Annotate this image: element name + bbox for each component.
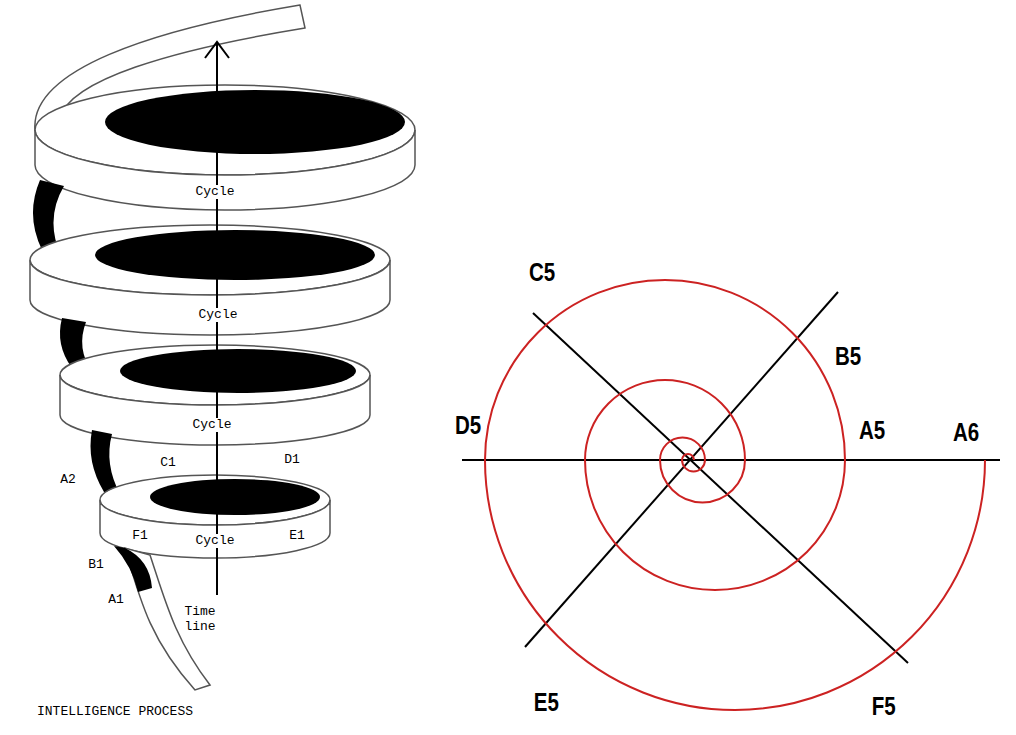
axis-label: Time line [182,605,243,635]
point-label: A2 [58,473,78,488]
red-spiral [485,280,985,710]
cycle-label: Cycle [196,308,239,323]
point-label: F5 [870,692,897,721]
point-label: E5 [532,688,560,717]
point-label: D5 [453,411,482,440]
cycle-label: Cycle [190,418,233,433]
cycle-label: Cycle [193,185,236,200]
figure-caption: INTELLIGENCE PROCESS [35,705,195,720]
polar-axes [462,292,1000,663]
point-label: A6 [951,418,980,447]
point-label: E1 [287,529,307,544]
point-label: A5 [857,416,886,445]
point-label: B5 [833,342,862,371]
point-label: C1 [158,456,178,471]
spiral-ribbon [30,5,415,690]
point-label: F1 [130,529,150,544]
point-label: D1 [282,453,302,468]
point-label: B1 [86,558,106,573]
point-label: C5 [527,258,556,287]
point-label: A1 [106,593,126,608]
cycle-label: Cycle [193,534,236,549]
